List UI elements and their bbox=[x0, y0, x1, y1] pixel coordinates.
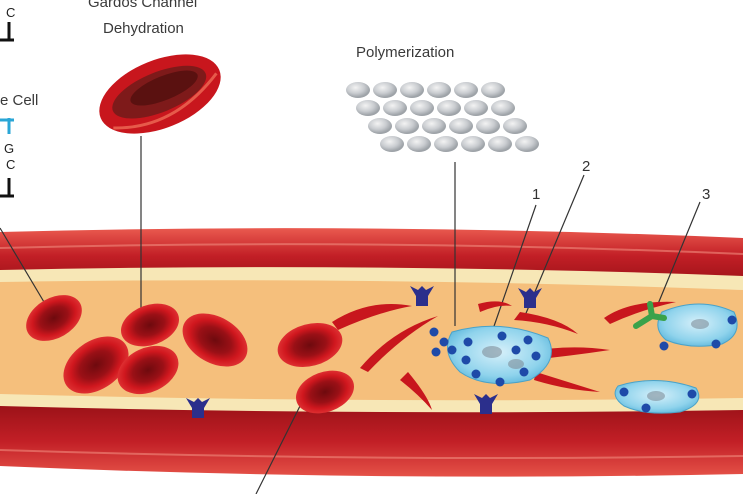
adhesion-dot bbox=[687, 389, 697, 399]
fragment-c-bottom: C bbox=[6, 157, 16, 172]
fragment-g: G bbox=[4, 141, 15, 156]
gardos-label-line1: Gardos Channel bbox=[88, 0, 198, 11]
polymer-bead bbox=[346, 82, 370, 98]
polymerization-label: Polymerization bbox=[356, 44, 455, 61]
polymer-bead bbox=[395, 118, 419, 134]
receptors bbox=[186, 286, 542, 418]
red-blood-cells bbox=[26, 295, 355, 414]
polymer-bead bbox=[380, 136, 404, 152]
adhesion-dot bbox=[531, 351, 541, 361]
adhesion-dot bbox=[495, 377, 505, 387]
sickle-cells bbox=[332, 301, 676, 410]
fragment-c-top: C bbox=[6, 5, 16, 20]
polymer-bead bbox=[383, 100, 407, 116]
adhesion-dot bbox=[471, 369, 481, 379]
left-edge-fragments bbox=[0, 22, 14, 198]
polymer-bead bbox=[515, 136, 539, 152]
dehydrated-red-cell bbox=[99, 54, 221, 134]
adhesion-dot bbox=[519, 367, 529, 377]
adhesion-dot bbox=[711, 339, 721, 349]
polymer-bead bbox=[481, 82, 505, 98]
adhesion-dot bbox=[447, 345, 457, 355]
vcam-adhesion bbox=[633, 301, 667, 329]
adhesion-dot bbox=[497, 331, 507, 341]
gardos-label-line2: Dehydration bbox=[103, 20, 184, 37]
cell-label-fragment: e Cell bbox=[0, 92, 39, 109]
polymer-bead bbox=[437, 100, 461, 116]
adhesion-dot bbox=[641, 403, 651, 413]
adhesion-dot bbox=[439, 337, 449, 347]
hemoglobin-polymer bbox=[346, 82, 539, 152]
polymer-bead bbox=[373, 82, 397, 98]
adhesion-dot bbox=[523, 335, 533, 345]
callout-2: 2 bbox=[582, 158, 591, 175]
adhesion-dot bbox=[431, 347, 441, 357]
polymer-bead bbox=[488, 136, 512, 152]
adhesion-dot bbox=[463, 337, 473, 347]
adhesion-dot bbox=[461, 355, 471, 365]
polymer-bead bbox=[476, 118, 500, 134]
polymer-bead bbox=[503, 118, 527, 134]
polymer-bead bbox=[368, 118, 392, 134]
polymer-bead bbox=[356, 100, 380, 116]
adhesion-molecules bbox=[429, 315, 737, 413]
adhesion-dot bbox=[619, 387, 629, 397]
polymer-bead bbox=[449, 118, 473, 134]
adhesion-dot bbox=[727, 315, 737, 325]
adhesion-dot bbox=[659, 341, 669, 351]
blood-vessel bbox=[0, 228, 743, 477]
polymer-bead bbox=[410, 100, 434, 116]
callout-1: 1 bbox=[532, 186, 541, 203]
adhesion-dot bbox=[511, 345, 521, 355]
polymer-bead bbox=[434, 136, 458, 152]
polymer-bead bbox=[407, 136, 431, 152]
callout-3: 3 bbox=[702, 186, 711, 203]
polymer-bead bbox=[491, 100, 515, 116]
polymer-bead bbox=[461, 136, 485, 152]
polymer-bead bbox=[422, 118, 446, 134]
polymer-bead bbox=[427, 82, 451, 98]
polymer-bead bbox=[454, 82, 478, 98]
adhesion-dot bbox=[429, 327, 439, 337]
polymer-bead bbox=[400, 82, 424, 98]
polymer-bead bbox=[464, 100, 488, 116]
